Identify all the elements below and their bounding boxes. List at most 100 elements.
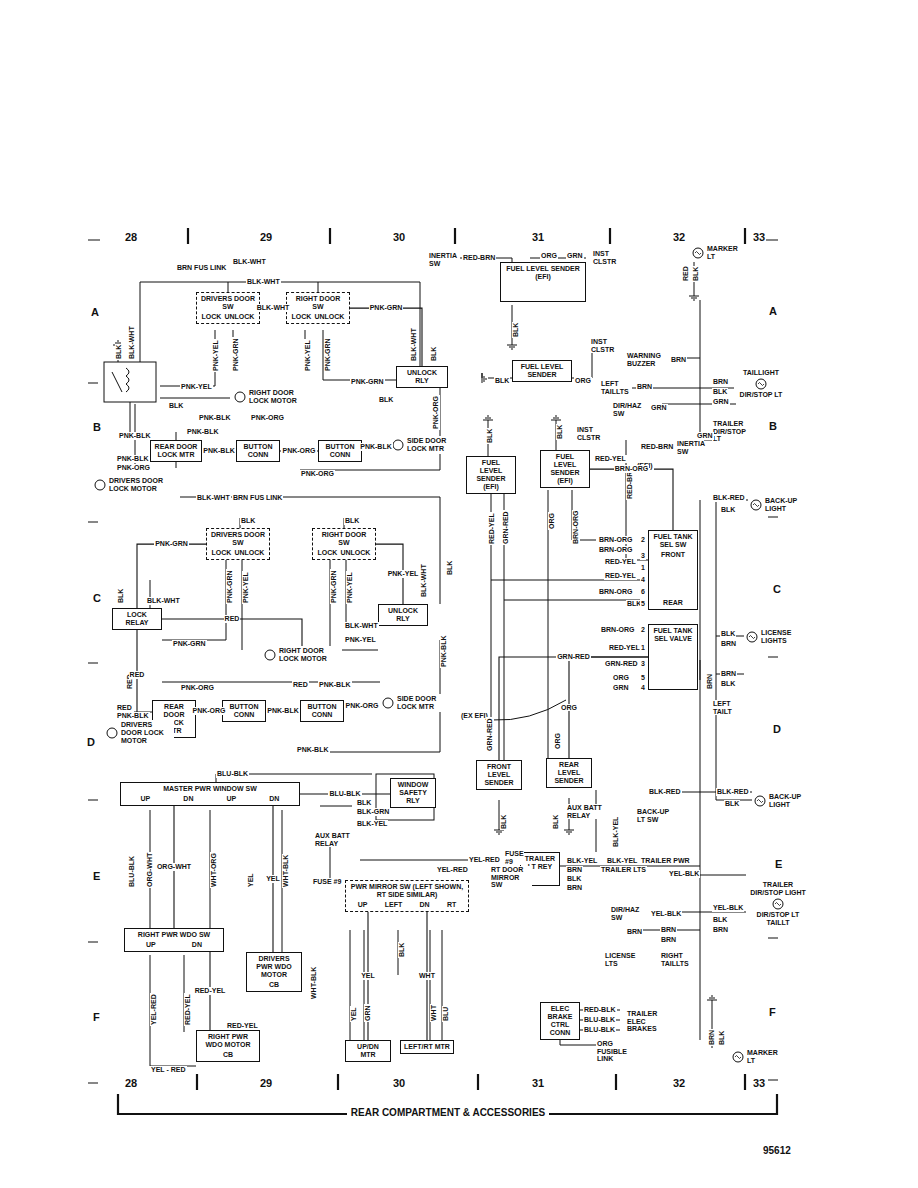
node-text: REAR	[652, 599, 694, 607]
wire-label: RED-YEL	[594, 455, 627, 463]
wire-label: RED	[224, 615, 241, 623]
wire-label: BLU-BLK	[128, 855, 136, 888]
node-title: TRAILER DIR/STOP LIGHT	[748, 881, 808, 897]
wire-label: BLK-WHT	[232, 258, 267, 266]
node-text: LOCK	[202, 313, 222, 321]
wire-label: YEL	[265, 875, 281, 883]
node-title: FUEL LEVEL SENDER (EFI)	[504, 265, 582, 281]
lamp-filament	[758, 383, 764, 386]
wire-label: PNK-ORG	[191, 707, 226, 715]
wire-label: BLK	[115, 344, 123, 360]
wire-label: YEL-RED	[436, 866, 469, 874]
wire-label: TRAILER LTS	[600, 866, 647, 874]
wire-label: BLK	[552, 814, 560, 830]
wire-trace	[482, 373, 486, 383]
grid-reference: 29	[259, 1077, 273, 1089]
wire-label: GRN	[566, 252, 584, 260]
lamp-circle	[751, 500, 761, 510]
grid-reference: A	[90, 306, 100, 318]
wire-label: TRAILER ELEC BRAKES	[626, 1010, 668, 1033]
grid-reference: 28	[124, 1077, 138, 1089]
wire-label: BLU-BLK	[583, 1026, 616, 1034]
lamp-circle	[747, 632, 757, 642]
wire-label: BLU	[442, 1006, 450, 1022]
wire-label: PNK-GRN	[172, 640, 207, 648]
grid-reference: 31	[531, 231, 545, 243]
wire-label: YEL-BLK	[668, 870, 700, 878]
wire-label: ORG-WHT	[146, 852, 154, 888]
wire-label: 2	[640, 536, 646, 544]
wire-label: BLK-RED	[712, 494, 746, 502]
node-title: RIGHT DOOR SW	[290, 295, 346, 311]
wire-trace	[188, 228, 745, 1090]
wire-label: BRN-ORG	[572, 510, 580, 545]
wire-label: GRN	[712, 398, 730, 406]
wire-label: 5	[640, 600, 646, 608]
wire-label: WHT-BLK	[282, 854, 290, 888]
wire-label: PNK-GRN	[350, 378, 385, 386]
wire-trace	[766, 240, 778, 1080]
wire-label: ORG	[554, 732, 562, 750]
text-group: SIDE DOOR LOCK MTR	[407, 437, 454, 453]
wire-trace	[494, 830, 504, 834]
node-title: DRIVERS DOOR SW	[200, 295, 256, 311]
wire-label: BLK	[712, 916, 728, 924]
motor-circle	[95, 480, 105, 490]
node-text: DN	[420, 901, 430, 909]
wire-label: BLK	[500, 814, 508, 830]
wire-label: GRN	[696, 432, 714, 440]
node-text: CB	[269, 981, 279, 989]
motor-component: SIDE DOOR LOCK MTR	[390, 436, 456, 454]
wire-trace	[460, 258, 592, 456]
wire-label: FUSE #9	[504, 850, 524, 865]
component-box: LEFT/RT MTR	[400, 1040, 454, 1054]
wire-connector	[569, 657, 648, 758]
ground-symbols	[113, 296, 717, 1000]
grid-reference: C	[92, 592, 102, 604]
wire-label: PNK-BLK	[118, 432, 152, 440]
grid-reference: 33	[752, 1077, 766, 1089]
wire-label: WHT	[418, 972, 436, 980]
wire-label: YEL	[360, 972, 376, 980]
wire-label: PNK-ORG	[432, 395, 440, 430]
wire-label: PNK-ORG	[300, 470, 335, 478]
lamp-component: LICENSE LIGHTS	[744, 628, 800, 646]
wire-label: PNK-BLK	[318, 681, 352, 689]
node-text: UNLOCK	[340, 549, 370, 557]
wire-label: BACK-UP LT SW	[636, 808, 678, 823]
wire-label: BRN	[670, 356, 687, 364]
wire-label: BLK	[556, 424, 564, 440]
wire-label: BRN FUS LINK	[232, 494, 283, 502]
wire-trace	[689, 296, 699, 300]
text-group: DRIVERS DOOR LOCK MOTOR	[121, 721, 172, 745]
wire-label: BLK	[344, 517, 360, 525]
wire-label: RED-BRN	[640, 443, 674, 451]
node-text: UP	[146, 941, 156, 949]
wire-label: WARNING BUZZER	[626, 352, 668, 367]
motor-symbol	[392, 439, 404, 451]
component-box: WINDOW SAFETY RLY	[390, 778, 436, 808]
wire-label: 4	[640, 576, 646, 584]
motor-component: RIGHT DOOR LOCK MOTOR	[232, 388, 316, 406]
motor-symbol	[264, 649, 276, 661]
lamp-circle	[773, 899, 783, 909]
wire-label: ORG	[548, 512, 556, 530]
text-group: LOCKUNLOCK	[316, 549, 372, 557]
wire-label: BLK-WHT	[246, 278, 281, 286]
node-text: LOCK	[292, 313, 312, 321]
component-box: FUEL LEVEL SENDER	[512, 360, 572, 382]
wire-label: BLK	[720, 506, 736, 514]
node-title: LOCK RELAY	[116, 611, 158, 627]
wire-trace	[240, 518, 352, 520]
component-box: BUTTON CONN	[318, 440, 362, 462]
wire-label: PNK-YEL	[180, 383, 213, 391]
lamp-filament	[757, 800, 763, 803]
grid-reference: 32	[672, 1077, 686, 1089]
grid-reference: E	[92, 870, 101, 882]
component-box: UNLOCK RLY	[378, 604, 428, 626]
wire-label: BLK	[494, 377, 510, 385]
node-title: RIGHT DOOR LOCK MOTOR	[249, 389, 314, 405]
wire-label: BLK	[720, 630, 736, 638]
wire-label: ORG	[560, 704, 578, 712]
text-group: CB	[200, 1051, 256, 1059]
